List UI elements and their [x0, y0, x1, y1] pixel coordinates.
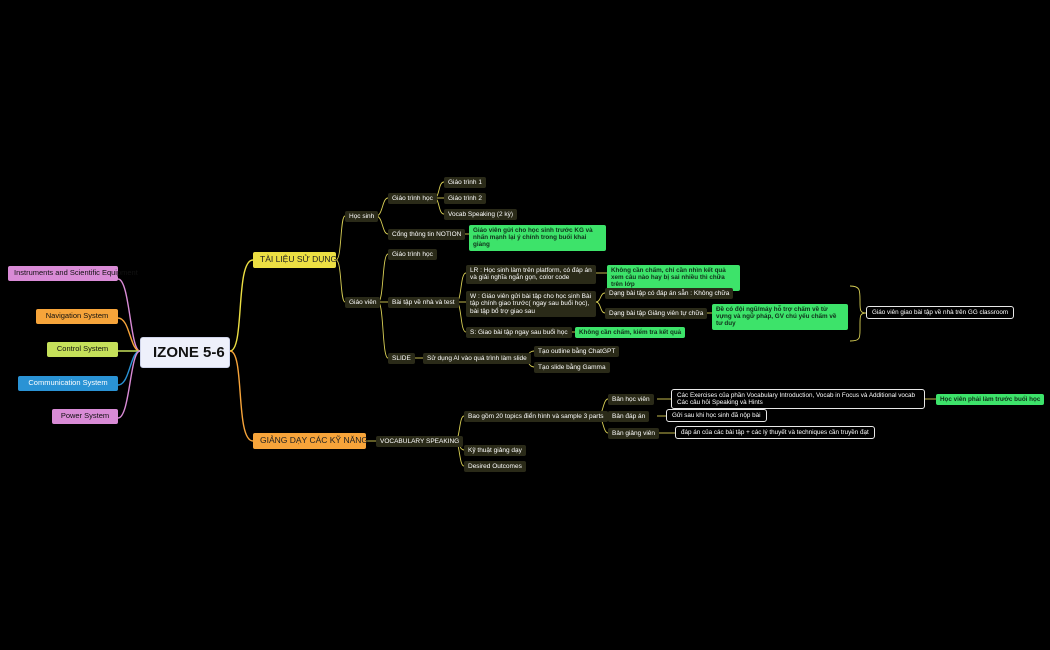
vocabulary-speaking-node[interactable]: VOCABULARY SPEAKING — [376, 436, 464, 448]
navigation-system-node[interactable]: Navigation System — [36, 309, 118, 324]
gg-classroom-note[interactable]: Giáo viên giao bài tập về nhà trên GG cl… — [866, 306, 1015, 320]
w-type2-node[interactable]: Dạng bài tập Giảng viên tự chữa — [605, 308, 708, 320]
power-system-node[interactable]: Power System — [52, 409, 118, 424]
desired-outcomes-node[interactable]: Desired Outcomes — [464, 461, 526, 473]
bao-gom-node[interactable]: Bao gồm 20 topics điển hình và sample 3 … — [464, 411, 608, 423]
cong-thong-tin-notion-node[interactable]: Cổng thông tin NOTION — [388, 229, 466, 241]
giao-vien-node[interactable]: Giáo viên — [345, 297, 381, 309]
giao-trinh-hoc-node[interactable]: Giáo trình học — [388, 193, 437, 205]
gamma-node[interactable]: Tạo slide bằng Gamma — [534, 362, 610, 374]
w-type1-node[interactable]: Dạng bài tập có đáp án sẵn : Không chữa — [605, 288, 734, 300]
slide-node[interactable]: SLIDE — [388, 353, 415, 365]
ban-giang-vien-note[interactable]: đáp án của các bài tập + các lý thuyết v… — [675, 426, 875, 440]
gv-giao-trinh-hoc-node[interactable]: Giáo trình học — [388, 249, 437, 261]
giao-trinh-2-node[interactable]: Giáo trình 2 — [444, 193, 486, 205]
hoc-sinh-node[interactable]: Học sinh — [345, 211, 379, 223]
communication-system-node[interactable]: Communication System — [18, 376, 118, 391]
lr-node[interactable]: LR : Học sinh làm trên platform, có đáp … — [466, 265, 596, 284]
notion-note[interactable]: Giáo viên gửi cho học sinh trước KG và n… — [469, 225, 606, 251]
chatgpt-node[interactable]: Tạo outline bằng ChatGPT — [534, 346, 620, 358]
tai-lieu-node[interactable]: TÀI LIỆU SỬ DỤNG — [253, 252, 337, 268]
slide-ai-node[interactable]: Sử dụng AI vào quá trình làm slide — [423, 353, 531, 365]
instruments-node[interactable]: Instruments and Scientific Equipment — [8, 266, 138, 281]
root-node[interactable]: IZONE 5-6 — [140, 337, 230, 369]
ban-hoc-vien-note[interactable]: Các Exercises của phần Vocabulary Introd… — [671, 389, 925, 410]
control-system-node[interactable]: Control System — [47, 342, 118, 357]
ban-dap-an-node[interactable]: Bản đáp án — [608, 411, 650, 423]
giang-day-node[interactable]: GIẢNG DẠY CÁC KỸ NĂNG — [253, 433, 368, 449]
vocab-speaking-2ky-node[interactable]: Vocab Speaking (2 kỳ) — [444, 209, 518, 221]
s-node[interactable]: S: Giao bài tập ngay sau buổi học — [466, 327, 572, 339]
hoc-vien-note[interactable]: Học viên phải làm trước buổi học — [936, 394, 1045, 406]
ky-thuat-node[interactable]: Kỹ thuật giảng dạy — [464, 445, 526, 457]
s-note[interactable]: Không cần chấm, kiểm tra kết quả — [575, 327, 686, 339]
ban-hoc-vien-node[interactable]: Bản học viên — [608, 394, 654, 406]
bai-tap-ve-nha-node[interactable]: Bài tập về nhà và test — [388, 297, 459, 309]
w-type2-note[interactable]: Đề có đội ngũ/máy hỗ trợ chấm về từ vựng… — [712, 304, 848, 330]
ban-giang-vien-node[interactable]: Bản giảng viên — [608, 428, 660, 440]
ban-dap-an-note[interactable]: Gửi sau khi học sinh đã nộp bài — [666, 409, 767, 423]
giao-trinh-1-node[interactable]: Giáo trình 1 — [444, 177, 486, 189]
lr-note[interactable]: Không cần chấm, chỉ cần nhìn kết quả xem… — [607, 265, 740, 291]
w-node[interactable]: W : Giáo viên gửi bài tập cho học sinh B… — [466, 291, 596, 318]
